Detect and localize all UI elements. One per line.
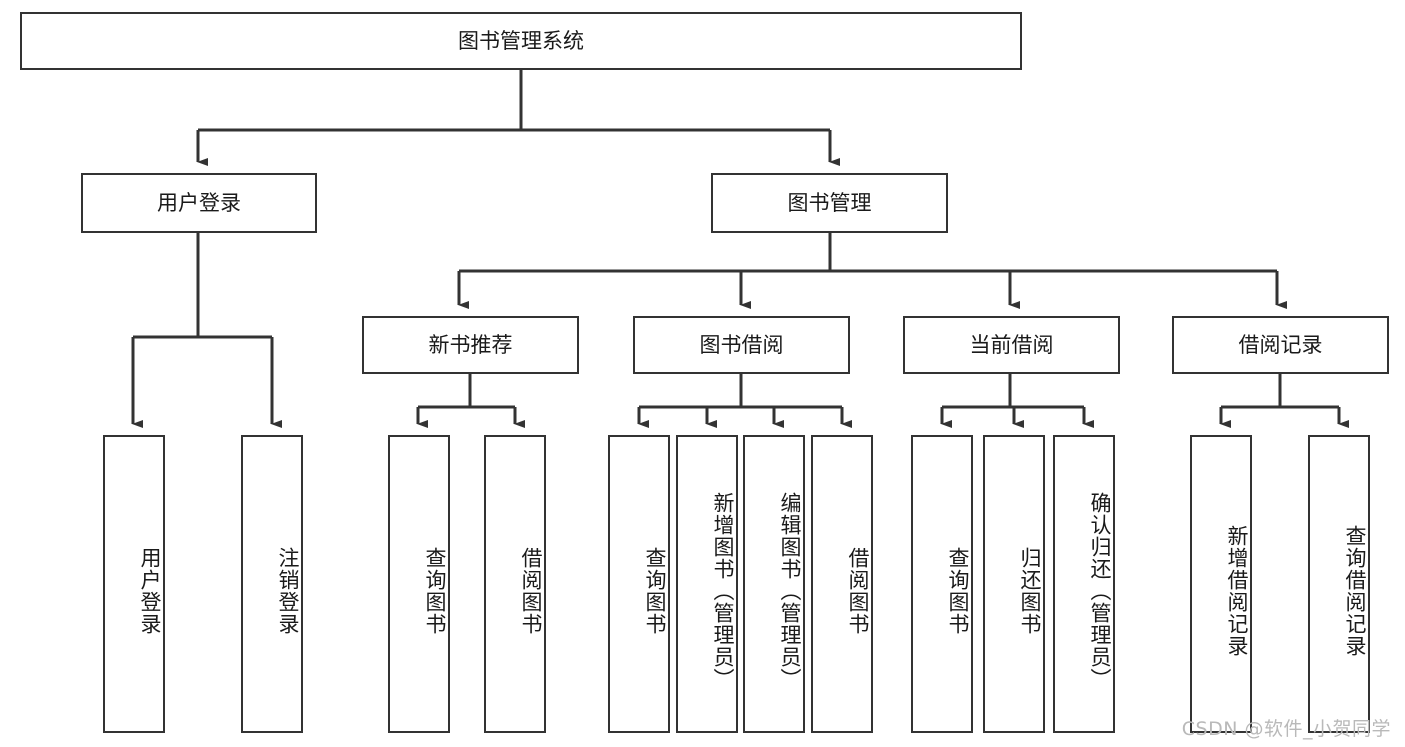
edges-user-login [131,233,282,428]
leaf-query-book-borrow-label: 查询图书 [643,547,667,635]
node-user-login-label: 用户登录 [157,190,241,215]
leaf-add-record[interactable]: 新增借阅记录 [1190,435,1252,733]
edges-book-manage [457,233,1287,309]
leaf-return-book-label: 归还图书 [1018,547,1042,635]
node-book-borrow-label: 图书借阅 [699,332,784,357]
leaf-confirm-return[interactable]: 确认归还（管理员） [1053,435,1115,733]
leaf-query-record-label: 查询借阅记录 [1343,525,1367,657]
leaf-edit-book[interactable]: 编辑图书（管理员） [743,435,805,733]
node-book-manage[interactable]: 图书管理 [711,173,948,233]
leaf-add-book-label: 新增图书（管理员） [711,492,735,690]
watermark: CSDN @软件_小贺同学 [1181,718,1391,740]
node-root[interactable]: 图书管理系统 [20,12,1022,70]
leaf-query-book-rec[interactable]: 查询图书 [388,435,450,733]
node-book-borrow[interactable]: 图书借阅 [633,316,850,374]
node-root-label: 图书管理系统 [458,28,584,53]
node-borrow-record-label: 借阅记录 [1238,332,1323,357]
node-new-book-recommend-label: 新书推荐 [428,332,513,357]
leaf-logout-label: 注销登录 [276,547,300,635]
leaf-borrow-book-rec[interactable]: 借阅图书 [484,435,546,733]
leaf-edit-book-label: 编辑图书（管理员） [778,492,802,690]
leaf-query-book-borrow[interactable]: 查询图书 [608,435,670,733]
leaf-query-book-cur-label: 查询图书 [946,547,970,635]
node-current-borrow-label: 当前借阅 [969,332,1054,357]
node-book-manage-label: 图书管理 [787,190,872,215]
leaf-user-login-label: 用户登录 [138,547,162,635]
leaf-return-book[interactable]: 归还图书 [983,435,1045,733]
leaf-logout[interactable]: 注销登录 [241,435,303,733]
leaf-borrow-book[interactable]: 借阅图书 [811,435,873,733]
edges-new-book [416,374,525,428]
edges-root [196,70,840,166]
leaf-borrow-book-label: 借阅图书 [846,547,870,635]
leaf-borrow-book-rec-label: 借阅图书 [519,547,543,635]
leaf-query-record[interactable]: 查询借阅记录 [1308,435,1370,733]
leaf-query-book-rec-label: 查询图书 [423,547,447,635]
leaf-add-record-label: 新增借阅记录 [1225,525,1249,657]
edges-borrow-record [1219,374,1349,428]
node-new-book-recommend[interactable]: 新书推荐 [362,316,579,374]
edges-current-borrow [940,374,1094,428]
edges-book-borrow [637,374,852,428]
leaf-user-login[interactable]: 用户登录 [103,435,165,733]
leaf-query-book-cur[interactable]: 查询图书 [911,435,973,733]
node-user-login[interactable]: 用户登录 [81,173,317,233]
leaf-confirm-return-label: 确认归还（管理员） [1088,492,1112,690]
node-current-borrow[interactable]: 当前借阅 [903,316,1120,374]
node-borrow-record[interactable]: 借阅记录 [1172,316,1389,374]
leaf-add-book[interactable]: 新增图书（管理员） [676,435,738,733]
